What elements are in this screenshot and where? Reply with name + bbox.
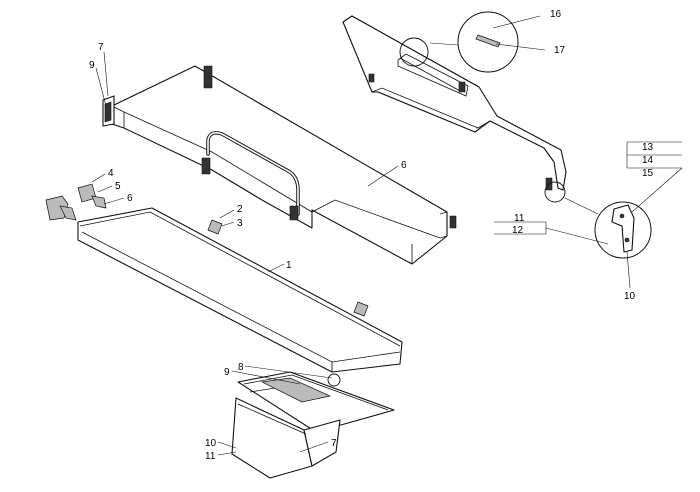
callout-15: 15 xyxy=(642,168,654,179)
callout-11-right: 11 xyxy=(514,213,525,224)
callout-9-bottom: 9 xyxy=(224,367,230,378)
callout-5: 5 xyxy=(115,181,121,192)
callout-14: 14 xyxy=(642,155,654,166)
callout-1: 1 xyxy=(286,260,292,271)
upper-table-panel xyxy=(342,15,567,191)
callout-13: 13 xyxy=(642,142,654,153)
padded-board: 1 2 3 xyxy=(77,204,403,373)
callout-9-top: 9 xyxy=(89,60,95,71)
callout-17: 17 xyxy=(554,45,566,56)
callout-6-board: 6 xyxy=(401,160,407,171)
callout-16: 16 xyxy=(550,9,562,20)
detail-circle-clip: 16 17 xyxy=(399,9,566,73)
callout-12: 12 xyxy=(512,225,524,236)
small-hinges: 4 5 6 xyxy=(45,168,133,221)
callout-7-top: 7 xyxy=(98,42,104,53)
callout-8: 8 xyxy=(238,362,244,373)
callout-6-small: 6 xyxy=(127,193,133,204)
callout-10-right: 10 xyxy=(624,291,636,302)
callout-7-bottom: 7 xyxy=(331,438,337,449)
detail-circle-bracket: 13 14 15 11 12 10 xyxy=(494,141,683,302)
callout-11-bottom: 11 xyxy=(205,451,216,462)
callout-4: 4 xyxy=(108,168,114,179)
bracket-assembly: 8 9 7 10 11 xyxy=(205,362,395,479)
callout-3: 3 xyxy=(237,218,243,229)
board-with-handle: 6 7 9 xyxy=(89,42,457,265)
callout-2: 2 xyxy=(237,204,243,215)
callout-10-bottom: 10 xyxy=(205,438,217,449)
